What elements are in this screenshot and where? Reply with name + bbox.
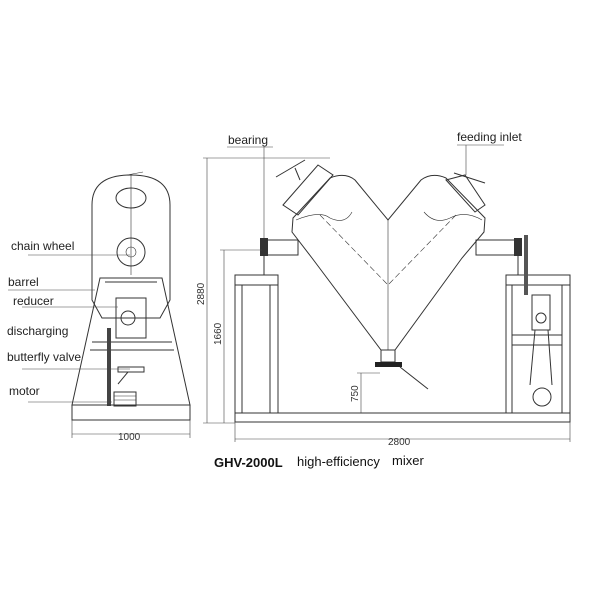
right-stand [505, 274, 571, 414]
label-chain-wheel: chain wheel [11, 239, 74, 253]
dimension-side-width: 1000 [118, 432, 141, 443]
label-discharging: discharging [7, 324, 68, 338]
label-bearing: bearing [228, 133, 268, 147]
caption-model: GHV-2000L [214, 455, 283, 470]
dimension-axis-height: 1660 [213, 322, 224, 345]
side-base [71, 404, 191, 421]
dimension-outlet-height: 750 [350, 385, 361, 402]
v-barrel [291, 174, 486, 351]
front-base [234, 412, 571, 423]
dimension-total-height: 2880 [196, 282, 207, 305]
label-reducer: reducer [13, 294, 54, 308]
butterfly-valve [117, 366, 145, 373]
feeding-inlet-cover [445, 174, 486, 213]
barrel-outline [91, 174, 171, 319]
right-bearing [514, 238, 522, 256]
label-motor: motor [9, 384, 40, 398]
dimension-front-width: 2800 [388, 437, 411, 448]
reducer [115, 297, 147, 339]
front-view [203, 144, 571, 442]
left-stand [234, 274, 279, 414]
motor [113, 391, 137, 407]
discharge-valve [375, 362, 402, 367]
side-view: 1000 [8, 171, 191, 443]
label-butterfly-valve: butterfly valve [7, 350, 81, 364]
label-barrel: barrel [8, 275, 39, 289]
chain [107, 328, 111, 406]
left-bearing [260, 238, 268, 256]
caption-description: high-efficiency [297, 454, 380, 469]
chain-wheel [116, 237, 146, 267]
caption-type: mixer [392, 453, 424, 468]
drive-motor [532, 387, 552, 407]
left-cover [282, 164, 334, 216]
label-feeding-inlet: feeding inlet [457, 130, 522, 144]
right-shaft [475, 239, 517, 256]
